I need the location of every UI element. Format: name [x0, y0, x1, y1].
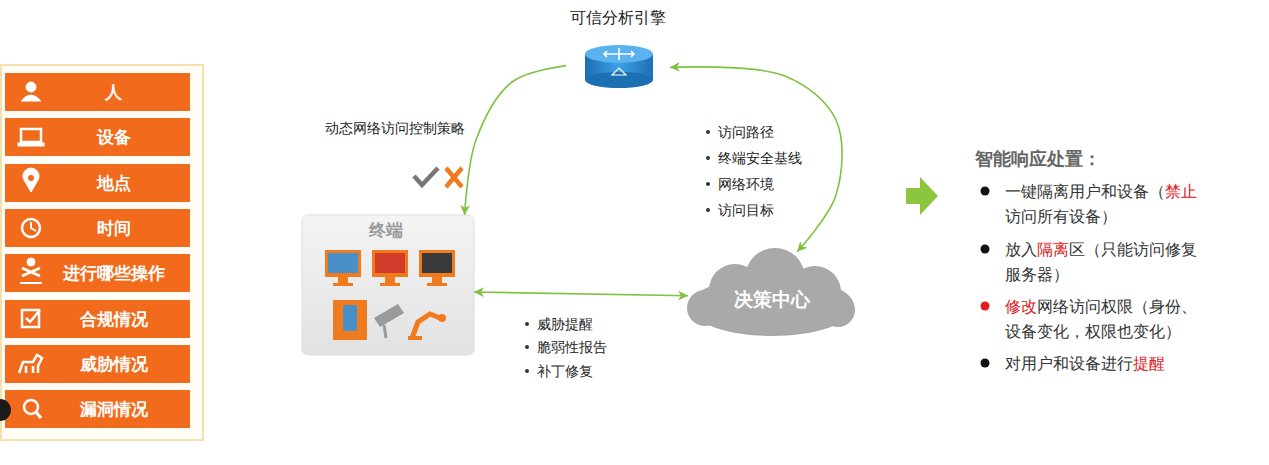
terminal-node: 终端 [302, 215, 474, 355]
cloud-shape [687, 248, 855, 336]
bullet-text: 网络环境 [718, 175, 774, 193]
bar-node: 威胁情况 [5, 345, 190, 383]
bar-text: 人 [105, 82, 122, 102]
terminal-devices [325, 250, 455, 340]
bar-fills [5, 73, 190, 428]
fat-arrow [906, 177, 938, 215]
response-text: 对用户和设备进行 [1005, 354, 1133, 373]
terminal-frame [302, 215, 474, 355]
bullet-text: 访问目标 [718, 201, 774, 219]
bar-text: 进行哪些操作 [63, 263, 165, 283]
bullet-text: 终端安全基线 [718, 149, 802, 167]
response-item: 修改网络访问权限（身份、设备变化，权限也变化） [1005, 294, 1197, 344]
cloud-node: 决策中心 [688, 250, 856, 338]
cloud-text: 决策中心 [734, 287, 810, 311]
flow-connector [465, 66, 566, 215]
flow-connector [474, 292, 688, 296]
engine-text: 可信分析引擎 [570, 8, 666, 28]
highlight-text: 隔离 [1037, 240, 1069, 259]
panel-frame [1, 65, 203, 440]
bar-node: 设备 [5, 118, 190, 156]
engine-cylinder [585, 45, 653, 88]
bar-node: 人 [5, 73, 190, 111]
bullet-text: 补丁修复 [537, 362, 593, 380]
engine-node: 可信分析引擎 [566, 4, 670, 92]
bar-node: 时间 [5, 209, 190, 247]
bar-node: 地点 [5, 164, 190, 202]
section-heading: 智能响应处置： [975, 147, 1101, 171]
response-item: 对用户和设备进行提醒 [1005, 351, 1197, 376]
highlight-text: 禁止 [1165, 182, 1197, 201]
terminal-text: 终端 [369, 219, 403, 241]
highlight-text: 修改 [1005, 297, 1037, 316]
response-text: 放入 [1005, 240, 1037, 259]
edge-dot [0, 399, 11, 421]
flow-connector [670, 67, 842, 252]
bullet-text: 访问路径 [718, 123, 774, 141]
edge-label: 动态网络访问控制策略 [323, 119, 467, 137]
bar-text: 合规情况 [80, 309, 148, 329]
bar-node: 漏洞情况 [5, 390, 190, 428]
check-mark [414, 168, 438, 185]
bar-text: 漏洞情况 [80, 399, 148, 419]
response-item: 一键隔离用户和设备（禁止访问所有设备） [1005, 179, 1197, 229]
response-item: 放入隔离区（只能访问修复服务器） [1005, 237, 1197, 287]
bar-icons [18, 82, 44, 418]
highlight-text: 提醒 [1133, 354, 1165, 373]
response-text: 访问所有设备） [1005, 207, 1117, 226]
bar-text: 地点 [97, 173, 131, 193]
bullet-text: 威胁提醒 [537, 315, 593, 333]
bar-node: 进行哪些操作 [5, 254, 190, 292]
bar-text: 威胁情况 [80, 354, 148, 374]
bullet-dots [525, 130, 990, 373]
response-text: 一键隔离用户和设备（ [1005, 182, 1165, 201]
bar-node: 合规情况 [5, 300, 190, 338]
bar-text: 设备 [97, 127, 131, 147]
bar-text: 时间 [97, 218, 131, 238]
bullet-text: 脆弱性报告 [537, 338, 607, 356]
cross-mark [446, 168, 462, 187]
